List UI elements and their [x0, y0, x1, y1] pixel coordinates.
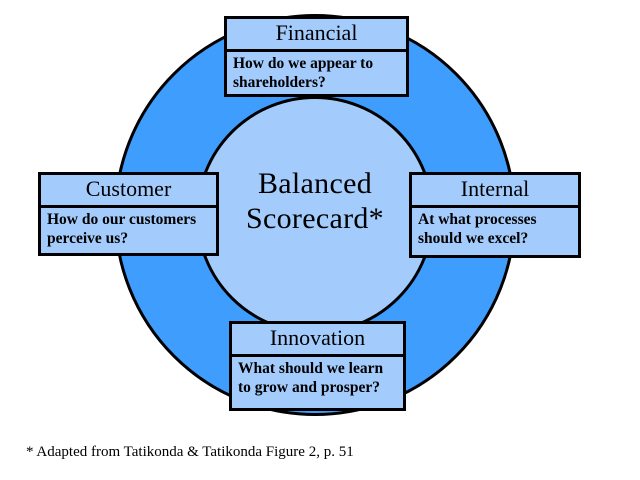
perspective-box-internal[interactable]: Internal At what processes should we exc… [409, 172, 581, 258]
perspective-title-internal: Internal [412, 175, 578, 208]
perspective-question-customer: How do our customers perceive us? [47, 210, 197, 247]
perspective-question-innovation: What should we learn to grow and prosper… [238, 359, 384, 396]
center-title: Balanced Scorecard* [246, 167, 384, 236]
perspective-question-financial: How do we appear to shareholders? [233, 54, 374, 91]
perspective-title-customer: Customer [41, 175, 216, 208]
perspective-question-internal: At what processes should we excel? [418, 210, 537, 247]
perspective-title-financial: Financial [227, 19, 406, 52]
source-footnote: * Adapted from Tatikonda & Tatikonda Fig… [26, 444, 354, 460]
inner-circle-disc [196, 96, 434, 334]
perspective-box-customer[interactable]: Customer How do our customers perceive u… [38, 172, 219, 256]
perspective-title-innovation: Innovation [232, 324, 403, 357]
perspective-box-financial[interactable]: Financial How do we appear to shareholde… [224, 16, 409, 97]
perspective-box-innovation[interactable]: Innovation What should we learn to grow … [229, 321, 406, 411]
